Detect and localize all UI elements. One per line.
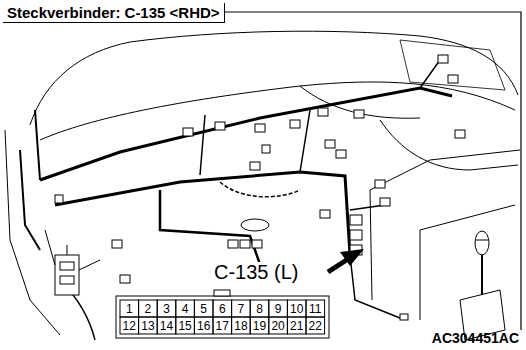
pin-number: 5 [194,303,213,315]
pin-cell [306,317,325,334]
pin-number: 8 [250,303,269,315]
pin-cell [269,300,288,317]
pin-number: 12 [120,320,139,332]
pin-number: 13 [139,320,158,332]
pin-number: 21 [287,320,306,332]
pin-number: 18 [232,320,251,332]
pin-cell [287,300,306,317]
pin-number: 17 [213,320,232,332]
pin-number: 4 [176,303,195,315]
pin-number: 10 [287,303,306,315]
pin-cell [176,300,195,317]
pin-cell [250,317,269,334]
pin-cell [157,317,176,334]
pin-number: 9 [269,303,288,315]
pin-cell [250,300,269,317]
pin-number: 1 [120,303,139,315]
pin-cell [213,300,232,317]
pin-number: 11 [306,303,325,315]
pin-number: 19 [250,320,269,332]
pin-cell [176,317,195,334]
pin-cell [157,300,176,317]
pin-number: 7 [232,303,251,315]
pin-number: 16 [194,320,213,332]
pin-cell [287,317,306,334]
pin-cell [139,317,158,334]
pin-cell [120,300,139,317]
figure-code: AC304451AC [432,331,519,345]
pin-cell [269,317,288,334]
pin-cell [232,300,251,317]
pin-cell [139,300,158,317]
pin-cell [213,317,232,334]
connector-callout: C-135 (L) [212,262,300,282]
pin-cell [232,317,251,334]
pin-number: 14 [157,320,176,332]
pin-cell [306,300,325,317]
connector-title: Steckverbinder: C-135 <RHD> [3,3,225,23]
pin-number: 6 [213,303,232,315]
pin-number: 3 [157,303,176,315]
pin-cell [194,300,213,317]
pin-cell [120,317,139,334]
pin-number: 22 [306,320,325,332]
pin-number: 20 [269,320,288,332]
pin-cell [194,317,213,334]
pin-number: 2 [139,303,158,315]
pin-number: 15 [176,320,195,332]
